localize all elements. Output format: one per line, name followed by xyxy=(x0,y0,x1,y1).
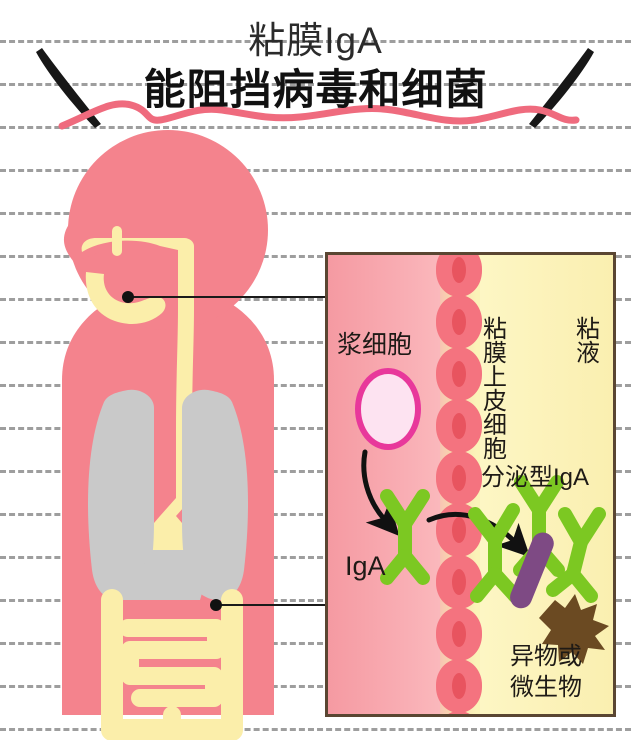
label-plasma-cell: 浆细胞 xyxy=(337,331,413,359)
epithelial-cell xyxy=(436,255,482,297)
gridline xyxy=(0,169,631,172)
label-mucus: 粘液 xyxy=(571,316,599,364)
cell-nucleus xyxy=(452,517,466,543)
cell-nucleus xyxy=(452,361,466,387)
title-decoration xyxy=(36,48,594,130)
label-foreign-body-line2: 微生物 xyxy=(510,674,582,701)
gridline xyxy=(0,427,631,430)
pink-underline-squiggle xyxy=(58,100,580,130)
plasma-cell-shape xyxy=(355,368,421,450)
gridline xyxy=(0,728,631,731)
airway-shape xyxy=(81,238,194,550)
cell-nucleus xyxy=(452,413,466,439)
gridline xyxy=(0,212,631,215)
tissue-region xyxy=(328,255,440,714)
gridline xyxy=(0,556,631,559)
label-iga: IgA xyxy=(345,551,386,581)
cell-nucleus xyxy=(452,257,466,283)
gridline xyxy=(0,470,631,473)
antibody-secretory-left xyxy=(468,503,522,603)
epithelial-cell xyxy=(436,399,482,453)
lung-left xyxy=(88,389,154,601)
bacterium-shape xyxy=(510,532,554,609)
arrow-plasma-to-iga xyxy=(361,449,400,536)
gridline xyxy=(0,642,631,645)
epithelial-cell xyxy=(436,607,482,661)
antibody-iga-tissue xyxy=(380,489,430,585)
tongue-shape xyxy=(92,290,152,322)
label-epithelium: 粘膜上皮细胞 xyxy=(478,316,506,460)
epithelial-cell xyxy=(436,451,482,505)
gridline xyxy=(0,599,631,602)
gridline xyxy=(0,40,631,43)
cell-nucleus xyxy=(452,465,466,491)
small-intestine xyxy=(119,619,225,707)
gridline xyxy=(0,513,631,516)
cell-nucleus xyxy=(452,673,466,699)
gridline xyxy=(0,255,631,258)
human-body-illustration xyxy=(62,130,274,740)
title-block: 粘膜IgA 能阻挡病毒和细菌 xyxy=(0,0,631,111)
gridline xyxy=(0,126,631,129)
label-secretory-iga: 分泌型IgA xyxy=(481,464,590,491)
head-shape xyxy=(68,130,268,330)
lung-right xyxy=(182,389,248,601)
epithelial-cell xyxy=(436,711,482,714)
gridline xyxy=(0,298,631,301)
epithelial-cell-column xyxy=(436,255,482,714)
diaphragm-shape xyxy=(110,550,204,600)
epithelial-cell xyxy=(436,347,482,401)
gridline xyxy=(0,685,631,688)
epithelial-cell xyxy=(436,295,482,349)
nose-shape xyxy=(63,220,100,262)
foreign-particle-star xyxy=(539,594,609,664)
gridline xyxy=(0,83,631,86)
antibody-secretory-right xyxy=(546,507,606,603)
left-bracket-stroke xyxy=(36,48,101,128)
gridline xyxy=(0,384,631,387)
detail-panel-graphics xyxy=(361,449,609,664)
cell-nucleus xyxy=(452,569,466,595)
cell-nucleus xyxy=(452,621,466,647)
label-foreign-body-line1: 异物或 xyxy=(510,643,582,670)
epithelial-cell xyxy=(436,659,482,713)
cell-nucleus xyxy=(452,309,466,335)
page-title-secondary: 能阻挡病毒和细菌 xyxy=(143,66,488,113)
gridline xyxy=(0,341,631,344)
page-title-primary: 粘膜IgA xyxy=(248,20,383,61)
